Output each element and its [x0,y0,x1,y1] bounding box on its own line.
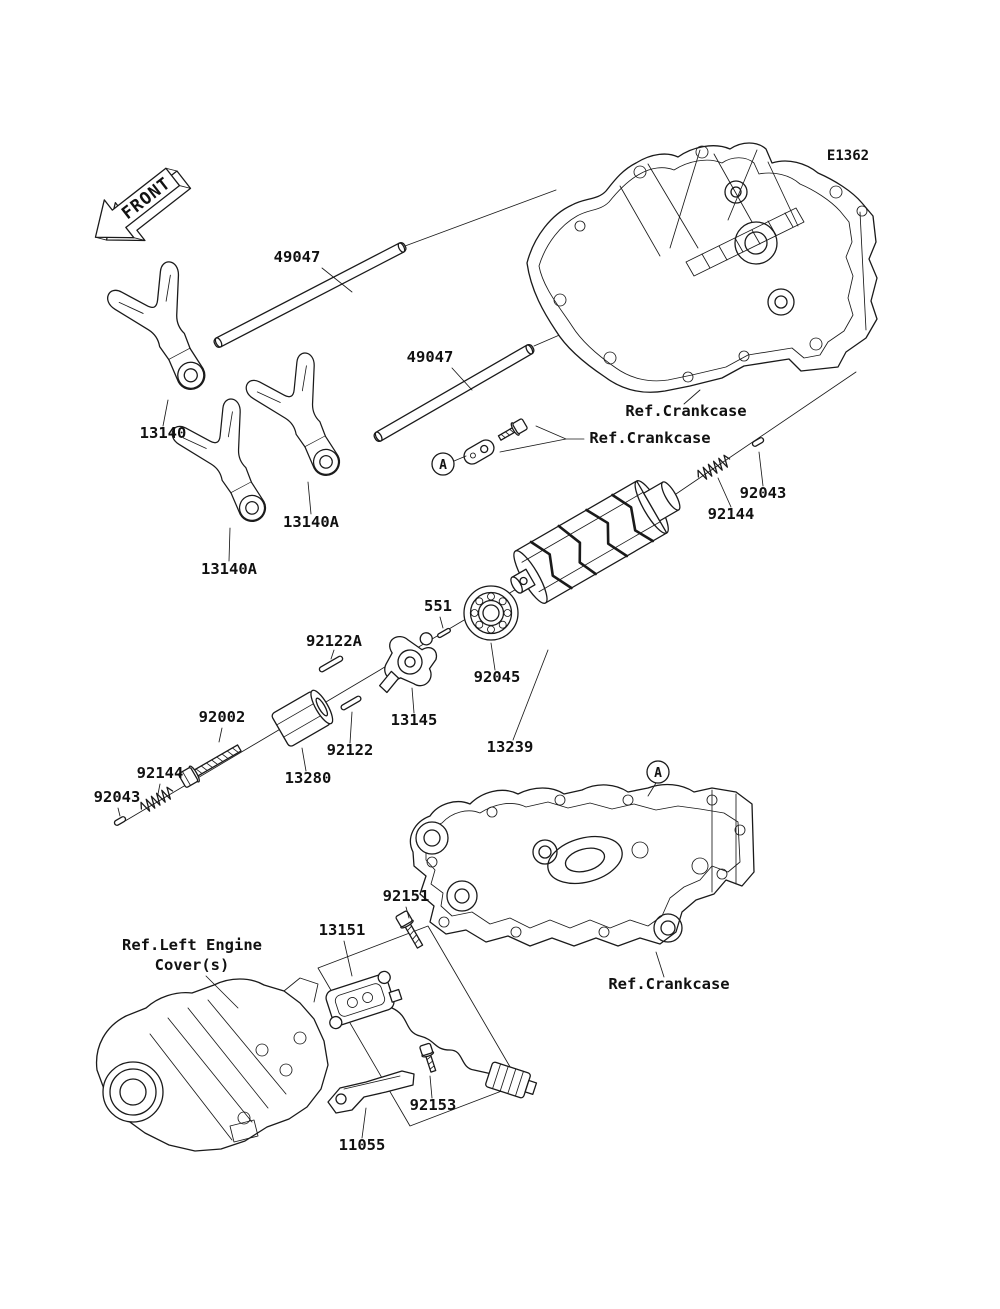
bolt-92153-drawing [419,1042,437,1073]
part-label-92043-right: 92043 [740,484,787,502]
ref-label-crankcase-bottom: Ref.Crankcase [608,975,729,993]
pin-92122a-drawing [318,655,344,673]
shift-rod-2-drawing [373,343,535,443]
part-label-92122: 92122 [327,741,374,759]
leader-lines [117,267,764,1139]
engine-cover-drawing [95,977,329,1152]
part-label-92144-left: 92144 [137,764,184,782]
switch-harness-wire [391,1007,493,1075]
bolt-92151-drawing [395,910,424,949]
shift-drum-drawing [510,480,681,604]
part-label-92153: 92153 [410,1096,457,1114]
pin-92043-left-drawing [113,816,127,826]
pawl-plate-drawing [463,439,495,465]
crankcase-lower-drawing [409,783,755,947]
ref-label-crankcase-top: Ref.Crankcase [625,402,746,420]
pin-92043-right-drawing [751,437,765,447]
part-label-49047-1: 49047 [274,248,321,266]
marker-a-middle-text: A [439,458,447,473]
part-label-13239: 13239 [487,738,534,756]
part-label-92122a: 92122A [306,632,363,650]
collar-drawing [271,689,334,747]
part-label-92151: 92151 [383,887,430,905]
part-label-13140a-1: 13140A [283,513,340,531]
part-label-13140a-2: 13140A [201,560,258,578]
part-label-92045: 92045 [474,668,521,686]
part-label-13140: 13140 [140,424,187,442]
ref-label-left-engine-cover-line1: Ref.Left Engine [122,936,262,954]
part-label-92002: 92002 [199,708,246,726]
front-arrow: FRONT [94,167,192,242]
part-label-13151: 13151 [319,921,366,939]
part-label-13145: 13145 [391,711,438,729]
part-label-11055: 11055 [339,1136,386,1154]
bolt-92002-drawing [178,744,242,788]
part-label-49047-2: 49047 [407,348,454,366]
shift-fork-13140-drawing [103,258,232,407]
shift-rod-1-drawing [213,242,407,348]
marker-a-right: A [646,760,670,784]
marker-a-right-text: A [654,766,662,781]
part-label-92144-right: 92144 [708,505,755,523]
ref-label-crankcase-mid: Ref.Crankcase [589,429,710,447]
diagram-code: E1362 [827,148,869,164]
reference-labels: Ref.Crankcase Ref.Crankcase Ref.Crankcas… [122,402,747,993]
ball-bearing-drawing [463,585,519,641]
pin-551-drawing [437,627,451,639]
gear-switch-drawing [325,970,403,1030]
harness-connector-drawing [485,1061,538,1099]
part-label-13280: 13280 [285,769,332,787]
part-labels: 49047 49047 13140 13140A 13140A 92043 92… [94,248,787,1154]
marker-a-middle: A [431,452,455,476]
shift-fork-13140a-2-drawing [168,395,292,538]
shift-fork-13140a-1-drawing [242,349,366,492]
pawl-bolt-drawing [497,418,528,441]
ref-label-left-engine-cover-line2: Cover(s) [155,956,230,974]
positioning-lever-drawing [378,632,438,694]
part-label-92043-left: 92043 [94,788,141,806]
crankcase-upper-drawing [526,142,878,393]
pin-92122-drawing [340,695,362,711]
part-label-551: 551 [424,597,452,615]
bracket-11055-drawing [327,1070,415,1114]
